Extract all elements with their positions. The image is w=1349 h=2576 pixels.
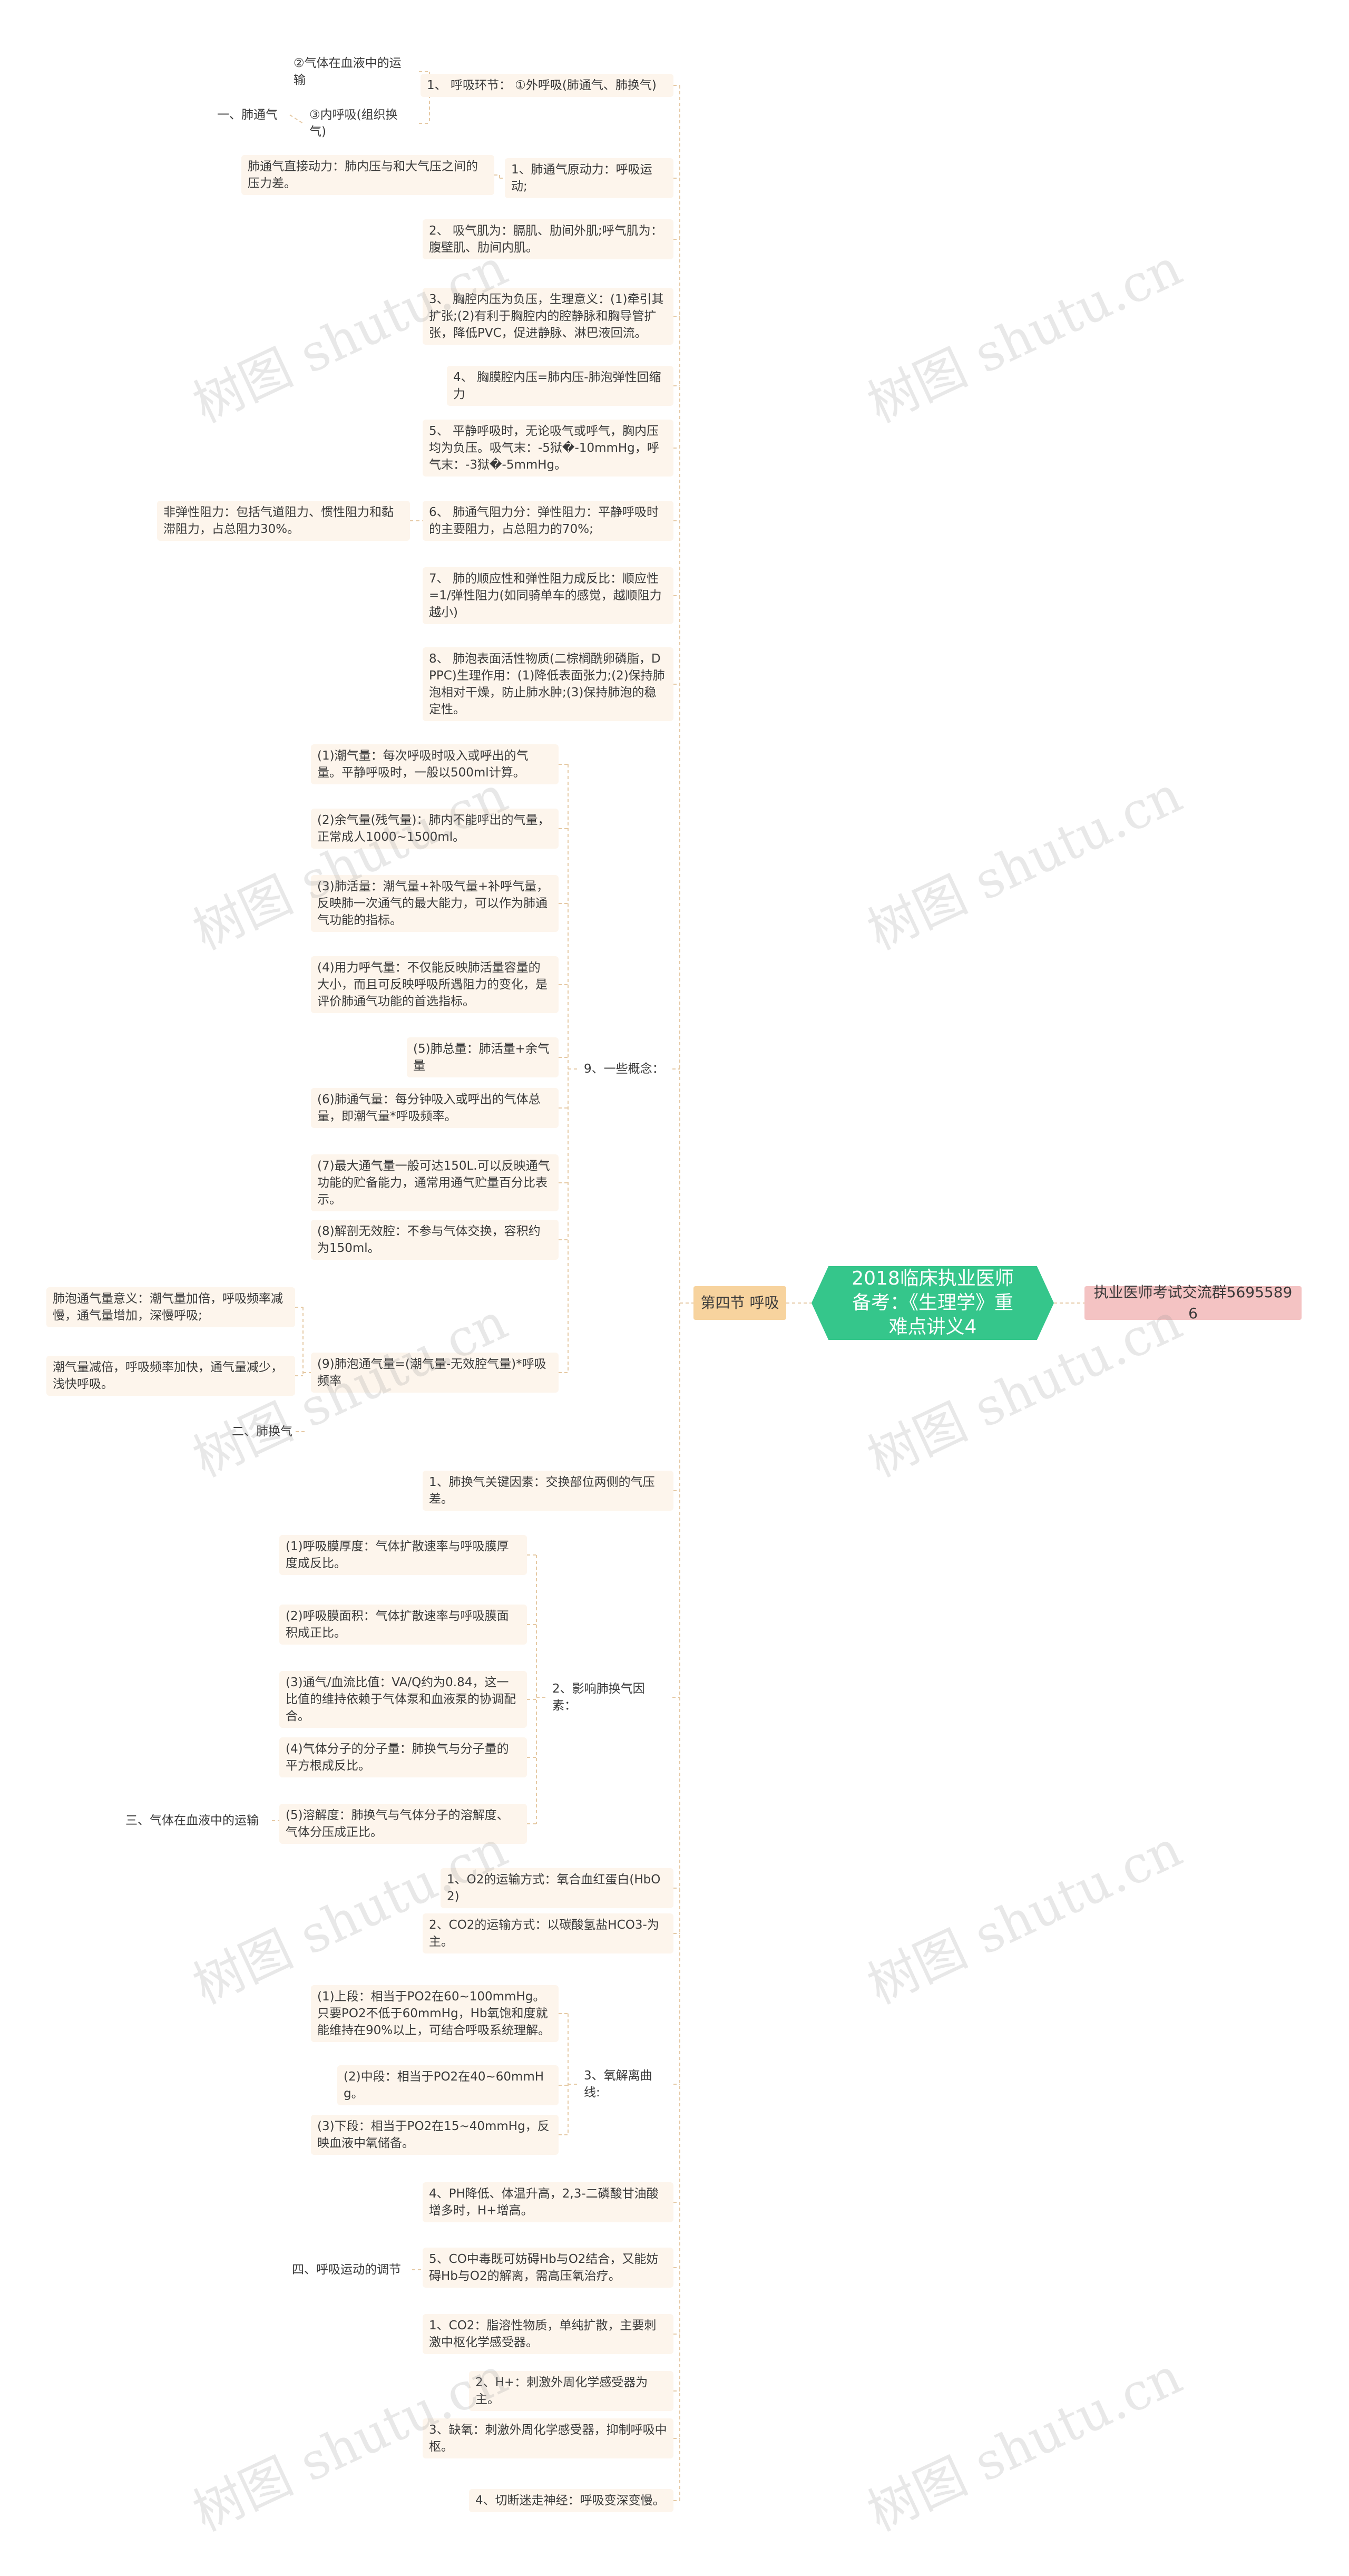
center-topic[interactable]: 2018临床执业医师备考：《生理学》重难点讲义4 [812, 1266, 1054, 1340]
topic-c3[interactable]: (3)肺活量：潮气量+补吸气量+补呼气量，反映肺一次通气的最大能力，可以作为肺通… [311, 875, 559, 932]
topic-t3[interactable]: 3、氧解离曲线: [584, 2069, 652, 2099]
topic-g2a[interactable]: (1)呼吸膜厚度：气体扩散速率与呼吸膜厚度成反比。 [279, 1535, 527, 1575]
topic-n7a[interactable]: 非弹性阻力：包括气道阻力、惯性阻力和黏滞阻力，占总阻力30%。 [157, 501, 410, 541]
topic-n6[interactable]: 5、 平静呼吸时，无论吸气或呼气，胸内压均为负压。吸气末：-5狱�-10mmHg… [423, 420, 673, 477]
topic-c9b[interactable]: 潮气量减倍，呼吸频率加快，通气量减少，浅快呼吸。 [46, 1356, 295, 1396]
topic-n1b[interactable]: ③内呼吸(组织换气) [309, 108, 398, 139]
topic-c5[interactable]: (5)肺总量：肺活量+余气量 [407, 1037, 559, 1077]
qq-group-node[interactable]: 执业医师考试交流群56955896 [1084, 1284, 1302, 1322]
topic-c1[interactable]: (1)潮气量：每次呼吸时吸入或呼出的气量。平静呼吸时，一般以500ml计算。 [311, 744, 559, 784]
topic-n7[interactable]: 6、 肺通气阻力分：弹性阻力：平静呼吸时的主要阻力，占总阻力的70%; [423, 501, 673, 541]
topic-t3c[interactable]: (3)下段：相当于PO2在15~40mmHg，反映血液中氧储备。 [311, 2115, 559, 2155]
topic-h2[interactable]: 二、肺换气 [232, 1425, 292, 1438]
topic-r3[interactable]: 3、缺氧：刺激外周化学感受器，抑制呼吸中枢。 [423, 2418, 673, 2458]
topic-c9a[interactable]: 肺泡通气量意义：潮气量加倍，呼吸频率减慢，通气量增加，深慢呼吸; [46, 1287, 295, 1327]
topic-r2[interactable]: 2、H+：刺激外周化学感受器为主。 [469, 2371, 673, 2411]
topic-t5[interactable]: 5、CO中毒既可妨碍Hb与O2结合，又能妨碍Hb与O2的解离，需高压氧治疗。 [423, 2248, 673, 2288]
topic-n1a[interactable]: ②气体在血液中的运输 [294, 56, 402, 87]
topic-c9[interactable]: (9)肺泡通气量=(潮气量-无效腔气量)*呼吸频率 [311, 1353, 559, 1393]
topic-c8[interactable]: (8)解剖无效腔：不参与气体交换，容积约为150ml。 [311, 1220, 559, 1260]
link-h1 [289, 114, 304, 124]
topic-h4[interactable]: 四、呼吸运动的调节 [292, 2263, 401, 2277]
topic-g2[interactable]: 2、影响肺换气因素： [552, 1682, 645, 1713]
topic-n8[interactable]: 7、 肺的顺应性和弹性阻力成反比：顺应性=1/弹性阻力(如同骑单车的感觉，越顺阻… [423, 567, 673, 624]
topic-n2[interactable]: 1、肺通气原动力：呼吸运动; [505, 158, 673, 198]
topic-c7[interactable]: (7)最大通气量一般可达150L.可以反映通气功能的贮备能力，通常用通气贮量百分… [311, 1154, 559, 1211]
topic-n10[interactable]: 9、一些概念： [584, 1062, 664, 1076]
topic-t4[interactable]: 4、PH降低、体温升高，2,3-二磷酸甘油酸增多时，H+增高。 [423, 2182, 673, 2222]
topic-t2[interactable]: 2、CO2的运输方式：以碳酸氢盐HCO3-为主。 [423, 1913, 673, 1953]
topic-r4[interactable]: 4、切断迷走神经：呼吸变深变慢。 [469, 2489, 673, 2512]
topic-g2e[interactable]: (5)溶解度：肺换气与气体分子的溶解度、气体分压成正比。 [279, 1804, 527, 1844]
topic-n9[interactable]: 8、 肺泡表面活性物质(二棕榈酰卵磷脂，DPPC)生理作用：(1)降低表面张力;… [423, 647, 673, 721]
topic-c6[interactable]: (6)肺通气量：每分钟吸入或呼出的气体总量，即潮气量*呼吸频率。 [311, 1088, 559, 1128]
topic-t3a[interactable]: (1)上段：相当于PO2在60~100mmHg。只要PO2不低于60mmHg，H… [311, 1985, 559, 2042]
topic-n3[interactable]: 2、 吸气肌为：膈肌、肋间外肌;呼气肌为：腹壁肌、肋间内肌。 [423, 219, 673, 259]
topic-r1[interactable]: 1、CO2：脂溶性物质，单纯扩散，主要刺激中枢化学感受器。 [423, 2314, 673, 2354]
topic-t3b[interactable]: (2)中段：相当于PO2在40~60mmHg。 [337, 2065, 559, 2105]
section-node[interactable]: 第四节 呼吸 [693, 1286, 786, 1320]
topic-g1[interactable]: 1、肺换气关键因素：交换部位两侧的气压差。 [423, 1471, 673, 1511]
topic-c2[interactable]: (2)余气量(残气量)：肺内不能呼出的气量，正常成人1000~1500ml。 [311, 809, 559, 849]
topic-n5[interactable]: 4、 胸膜腔内压=肺内压-肺泡弹性回缩力 [447, 366, 673, 406]
topic-h1[interactable]: 一、肺通气 [217, 108, 278, 122]
topic-t1[interactable]: 1、O2的运输方式：氧合血红蛋白(HbO2) [441, 1868, 673, 1908]
topic-c4[interactable]: (4)用力呼气量：不仅能反映肺活量容量的大小，而且可反映呼吸所遇阻力的变化，是评… [311, 956, 559, 1013]
topic-n4[interactable]: 3、 胸腔内压为负压，生理意义：(1)牵引其扩张;(2)有利于胸腔内的腔静脉和胸… [423, 288, 673, 345]
topic-g2b[interactable]: (2)呼吸膜面积：气体扩散速率与呼吸膜面积成正比。 [279, 1605, 527, 1645]
topic-h3[interactable]: 三、气体在血液中的运输 [125, 1814, 259, 1827]
topic-n2a[interactable]: 肺通气直接动力：肺内压与和大气压之间的压力差。 [241, 155, 494, 195]
topic-g2c[interactable]: (3)通气/血流比值：VA/Q约为0.84，这一比值的维持依赖于气体泵和血液泵的… [279, 1671, 527, 1728]
topic-g2d[interactable]: (4)气体分子的分子量：肺换气与分子量的平方根成反比。 [279, 1737, 527, 1777]
topic-n1[interactable]: 1、 呼吸环节： ①外呼吸(肺通气、肺换气) [421, 74, 673, 97]
